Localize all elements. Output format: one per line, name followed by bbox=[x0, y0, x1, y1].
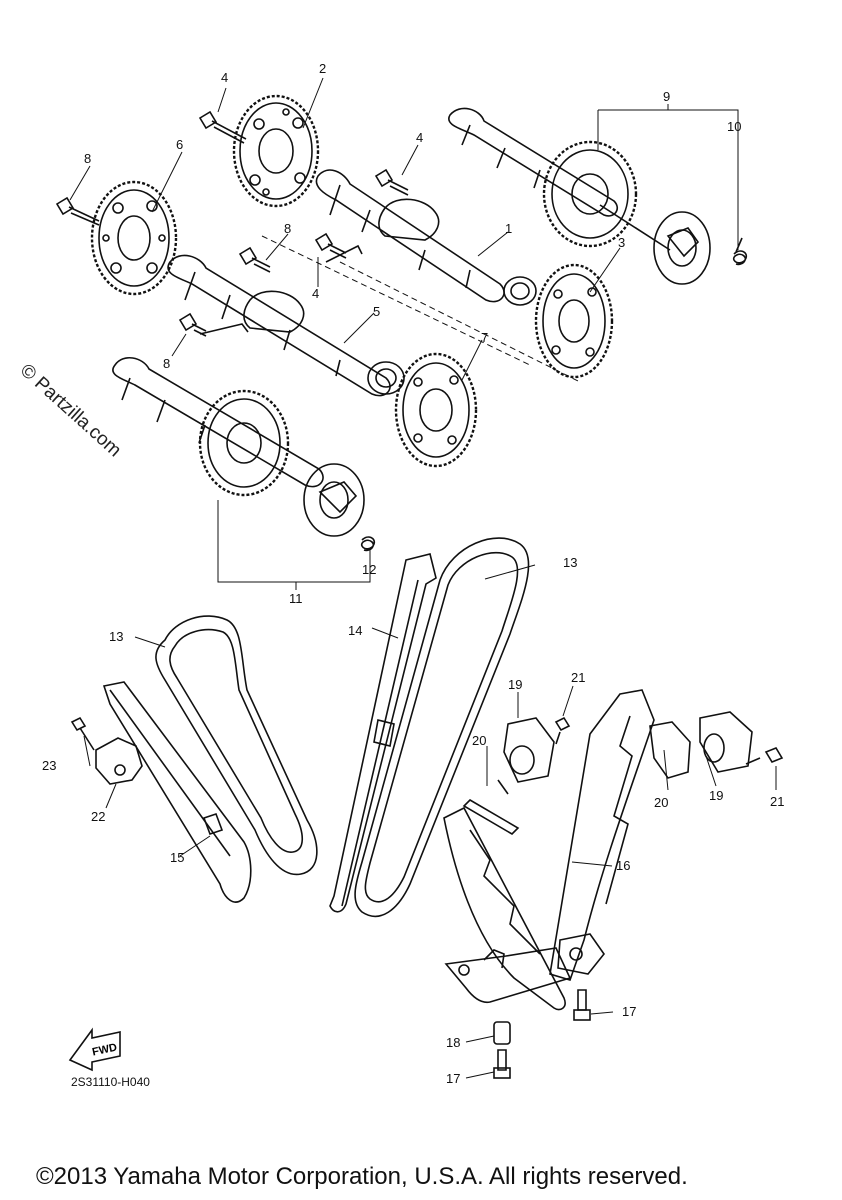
callout-18: 18 bbox=[446, 1035, 461, 1050]
chain-guide-14 bbox=[329, 553, 437, 913]
chain-guide-lower bbox=[443, 806, 566, 1011]
gasket-20-right bbox=[649, 721, 691, 779]
callout-4: 4 bbox=[416, 130, 424, 145]
bolt-4-lower bbox=[314, 232, 363, 263]
leader-lines bbox=[69, 77, 739, 590]
callout-17: 17 bbox=[446, 1071, 461, 1086]
callout-8: 8 bbox=[163, 356, 171, 371]
callout-19: 19 bbox=[709, 788, 724, 803]
callout-13: 13 bbox=[109, 629, 124, 644]
cam-sprocket-7 bbox=[394, 352, 478, 468]
fwd-label: FWD bbox=[91, 1042, 118, 1059]
camshaft-1 bbox=[315, 169, 537, 306]
callout-1: 1 bbox=[505, 221, 513, 236]
callout-6: 6 bbox=[176, 137, 184, 152]
callout-4: 4 bbox=[221, 70, 229, 85]
callout-23: 23 bbox=[42, 758, 57, 773]
bolt-8-lower bbox=[178, 312, 249, 337]
spring-10 bbox=[732, 237, 748, 266]
bolt-21-right bbox=[745, 747, 784, 765]
callout-17: 17 bbox=[622, 1004, 637, 1019]
bolt-8-left bbox=[55, 196, 100, 226]
callout-14: 14 bbox=[348, 623, 363, 638]
tensioner-19-left bbox=[497, 717, 555, 795]
timing-chain-13-right bbox=[354, 537, 530, 918]
callout-8: 8 bbox=[84, 151, 92, 166]
fwd-arrow-icon: FWD bbox=[68, 1027, 121, 1072]
copyright-notice: ©2013 Yamaha Motor Corporation, U.S.A. A… bbox=[36, 1163, 688, 1190]
bolt-8-mid bbox=[238, 246, 271, 273]
chain-guide-15 bbox=[102, 681, 252, 903]
cam-sprocket-6 bbox=[90, 180, 178, 296]
bolt-17-lower bbox=[493, 1049, 511, 1079]
callout-9: 9 bbox=[663, 89, 671, 104]
callout-21: 21 bbox=[571, 670, 586, 685]
callout-10: 10 bbox=[727, 119, 742, 134]
callout-7: 7 bbox=[481, 330, 489, 345]
bracket-22 bbox=[70, 716, 143, 785]
callout-12: 12 bbox=[362, 562, 377, 577]
callout-22: 22 bbox=[91, 809, 106, 824]
cam-sprocket-2 bbox=[232, 94, 320, 208]
callout-5: 5 bbox=[373, 304, 381, 319]
callout-21: 21 bbox=[770, 794, 785, 809]
gasket-20-left bbox=[462, 798, 520, 836]
bolt-4-top bbox=[198, 110, 247, 144]
camshaft-assembly-11 bbox=[112, 357, 365, 537]
camshaft-assembly-9 bbox=[448, 107, 711, 285]
callout-4: 4 bbox=[312, 286, 320, 301]
diagram-code: 2S31110-H040 bbox=[71, 1075, 150, 1089]
bolt-17-right bbox=[573, 989, 591, 1021]
cam-sprocket-3 bbox=[534, 263, 614, 379]
camshaft-5 bbox=[167, 254, 405, 397]
dowel-18 bbox=[493, 1021, 511, 1045]
callout-13: 13 bbox=[563, 555, 578, 570]
callout-3: 3 bbox=[618, 235, 626, 250]
callout-20: 20 bbox=[472, 733, 487, 748]
spring-12 bbox=[360, 536, 376, 552]
guide-bracket-base bbox=[444, 947, 572, 1004]
callout-19: 19 bbox=[508, 677, 523, 692]
callout-11: 11 bbox=[289, 591, 303, 606]
chain-guide-16 bbox=[549, 689, 655, 981]
callout-16: 16 bbox=[616, 858, 631, 873]
callout-2: 2 bbox=[319, 61, 327, 76]
callout-8: 8 bbox=[284, 221, 292, 236]
tensioner-19-right bbox=[699, 711, 753, 773]
timing-chain-13-left bbox=[155, 615, 318, 876]
bolt-4-mid bbox=[374, 168, 409, 196]
callout-15: 15 bbox=[170, 850, 185, 865]
bolt-21-top bbox=[554, 716, 571, 745]
callout-20: 20 bbox=[654, 795, 669, 810]
